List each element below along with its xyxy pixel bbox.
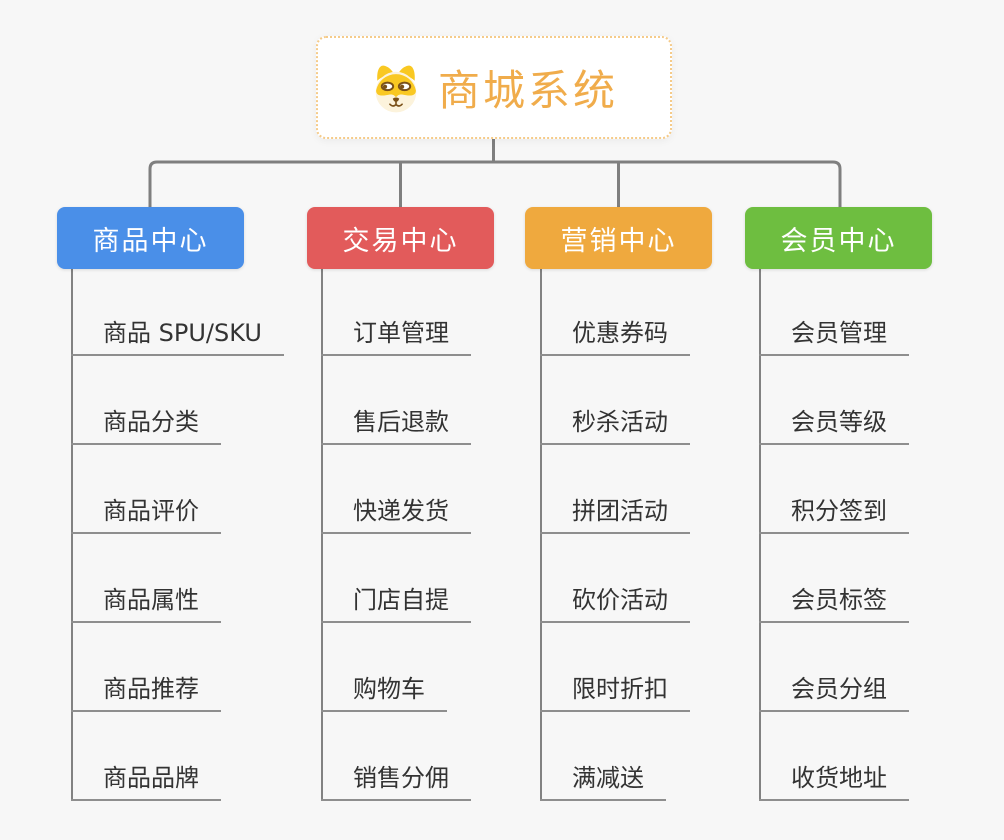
leaf-member-management[interactable]: 会员管理 (759, 316, 909, 356)
leaf-shopping-cart[interactable]: 购物车 (321, 672, 447, 712)
leaf-product-brand[interactable]: 商品品牌 (71, 761, 221, 801)
shiba-dog-face-icon (375, 65, 417, 112)
branch-member-center[interactable]: 会员中心 (745, 207, 932, 269)
branch-trade-center[interactable]: 交易中心 (307, 207, 494, 269)
leaf-points-checkin[interactable]: 积分签到 (759, 494, 909, 534)
root-title: 商城系统 (437, 66, 618, 115)
branch-product-center[interactable]: 商品中心 (57, 207, 244, 269)
leaf-member-level[interactable]: 会员等级 (759, 405, 909, 445)
leaf-product-recommend[interactable]: 商品推荐 (71, 672, 221, 712)
leaf-flash-sale[interactable]: 秒杀活动 (540, 405, 690, 445)
root-node[interactable]: 商城系统 (316, 36, 672, 139)
leaf-order-management[interactable]: 订单管理 (321, 316, 471, 356)
leaf-express-shipping[interactable]: 快递发货 (321, 494, 471, 534)
leaf-group-buy[interactable]: 拼团活动 (540, 494, 690, 534)
leaf-spend-save[interactable]: 满减送 (540, 761, 666, 801)
leaf-shipping-address[interactable]: 收货地址 (759, 761, 909, 801)
leaf-member-tag[interactable]: 会员标签 (759, 583, 909, 623)
leaf-product-review[interactable]: 商品评价 (71, 494, 221, 534)
leaf-bargain-activity[interactable]: 砍价活动 (540, 583, 690, 623)
leaf-aftersale-refund[interactable]: 售后退款 (321, 405, 471, 445)
leaf-product-attribute[interactable]: 商品属性 (71, 583, 221, 623)
leaf-sales-commission[interactable]: 销售分佣 (321, 761, 471, 801)
leaf-store-pickup[interactable]: 门店自提 (321, 583, 471, 623)
leaf-limited-time-discount[interactable]: 限时折扣 (540, 672, 690, 712)
leaf-member-group[interactable]: 会员分组 (759, 672, 909, 712)
branch-marketing-center[interactable]: 营销中心 (525, 207, 712, 269)
leaf-product-spu-sku[interactable]: 商品 SPU/SKU (71, 316, 284, 356)
leaf-product-category[interactable]: 商品分类 (71, 405, 221, 445)
leaf-coupon-code[interactable]: 优惠券码 (540, 316, 690, 356)
